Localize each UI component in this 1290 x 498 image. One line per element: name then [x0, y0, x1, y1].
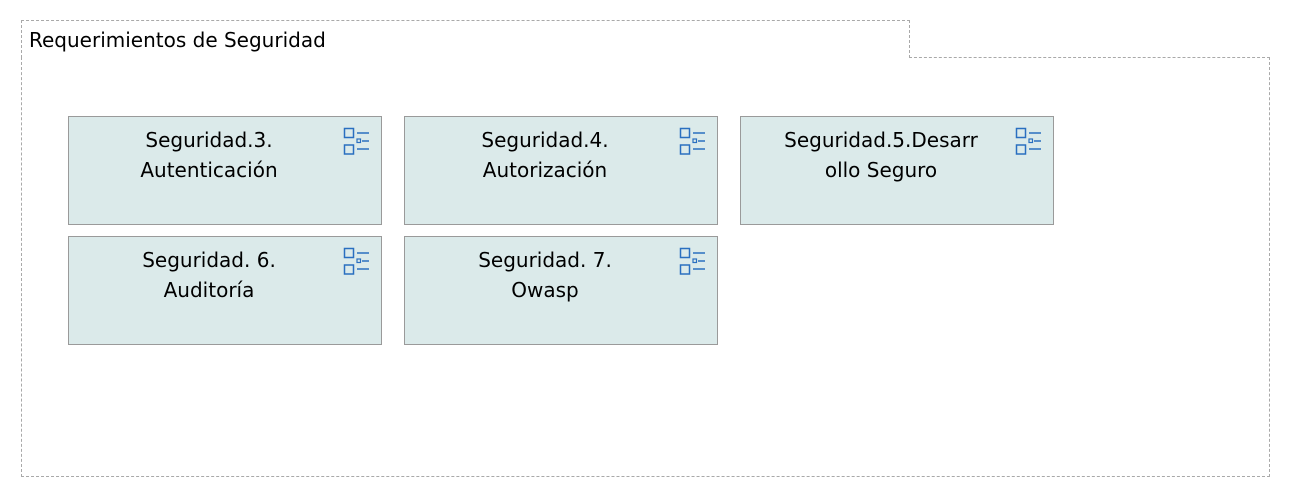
requirement-element[interactable]: Seguridad. 6. Auditoría	[68, 236, 382, 345]
element-label: Seguridad. 6. Auditoría	[142, 248, 276, 302]
requirement-element[interactable]: Seguridad.4. Autorización	[404, 116, 718, 225]
requirement-element[interactable]: Seguridad. 7. Owasp	[404, 236, 718, 345]
requirement-icon	[343, 247, 371, 277]
requirement-icon	[679, 247, 707, 277]
group-title: Requerimientos de Seguridad	[29, 28, 326, 52]
group-tab	[21, 20, 910, 58]
group-body-top-border	[909, 57, 1270, 58]
group-body	[21, 57, 1270, 477]
element-label: Seguridad.4. Autorización	[481, 128, 609, 182]
requirement-icon	[679, 127, 707, 157]
requirement-icon	[1015, 127, 1043, 157]
element-label: Seguridad.5.Desarr ollo Seguro	[784, 128, 978, 182]
requirement-element[interactable]: Seguridad.3. Autenticación	[68, 116, 382, 225]
element-label: Seguridad. 7. Owasp	[478, 248, 612, 302]
element-label: Seguridad.3. Autenticación	[140, 128, 278, 182]
requirement-element[interactable]: Seguridad.5.Desarr ollo Seguro	[740, 116, 1054, 225]
requirement-icon	[343, 127, 371, 157]
